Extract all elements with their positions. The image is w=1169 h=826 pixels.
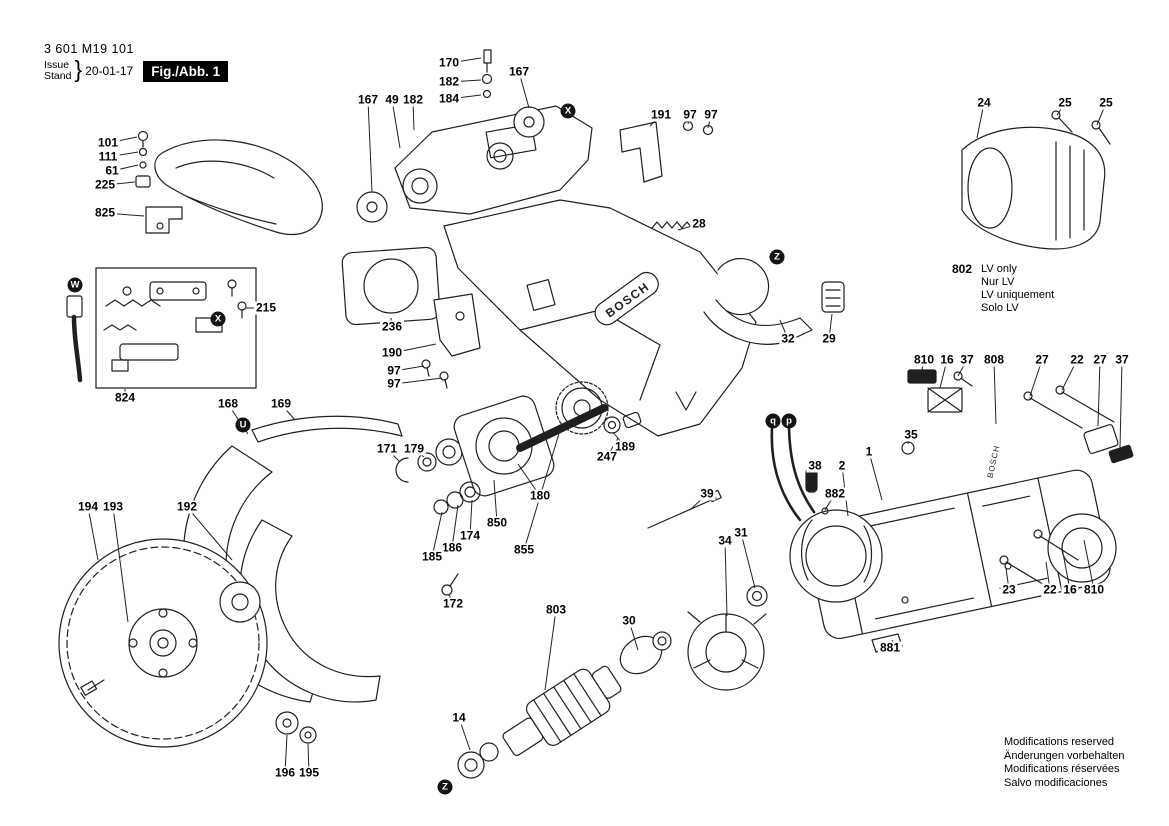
brace-glyph: } (74, 56, 83, 82)
modifications-line: Änderungen vorbehalten (1004, 749, 1125, 762)
power-cable (66, 295, 83, 383)
lv-note-number: 802 (952, 262, 973, 276)
saw-blade (58, 538, 317, 748)
modifications-line: Modifications reserved (1004, 736, 1115, 748)
modifications-line: Modifications réservées (1004, 763, 1120, 775)
switch-assembly (95, 267, 257, 389)
title-block: 3 601 M19 101 Issue Stand } 20-01-17 Fig… (44, 42, 229, 83)
motor-assembly (647, 369, 1134, 653)
armature-assembly (457, 631, 672, 779)
bosch-logo-motor: BOSCH (986, 444, 1002, 479)
lv-note: 802 LV only Nur LV LV uniquement Solo LV (952, 263, 1054, 315)
lv-note-line: LV uniquement (981, 289, 1055, 301)
modifications-note: Modifications reserved Änderungen vorbeh… (1004, 736, 1124, 790)
document-number: 3 601 M19 101 (44, 42, 134, 56)
motor-baffle (687, 585, 768, 691)
figure-label: Fig./Abb. 1 (143, 60, 229, 82)
issue-label: Issue (44, 59, 70, 71)
lv-note-line: Solo LV (981, 302, 1019, 314)
spindle-assembly (395, 381, 642, 596)
issue-date: 20-01-17 (85, 64, 134, 78)
handle-assembly (135, 130, 323, 236)
lv-note-line: Nur LV (981, 276, 1015, 288)
modifications-line: Salvo modificaciones (1004, 776, 1108, 789)
stand-label: Stand (44, 70, 72, 82)
motor-end-cap (961, 110, 1111, 250)
saw-arm (341, 49, 845, 437)
lv-note-line: LV only (981, 263, 1017, 275)
